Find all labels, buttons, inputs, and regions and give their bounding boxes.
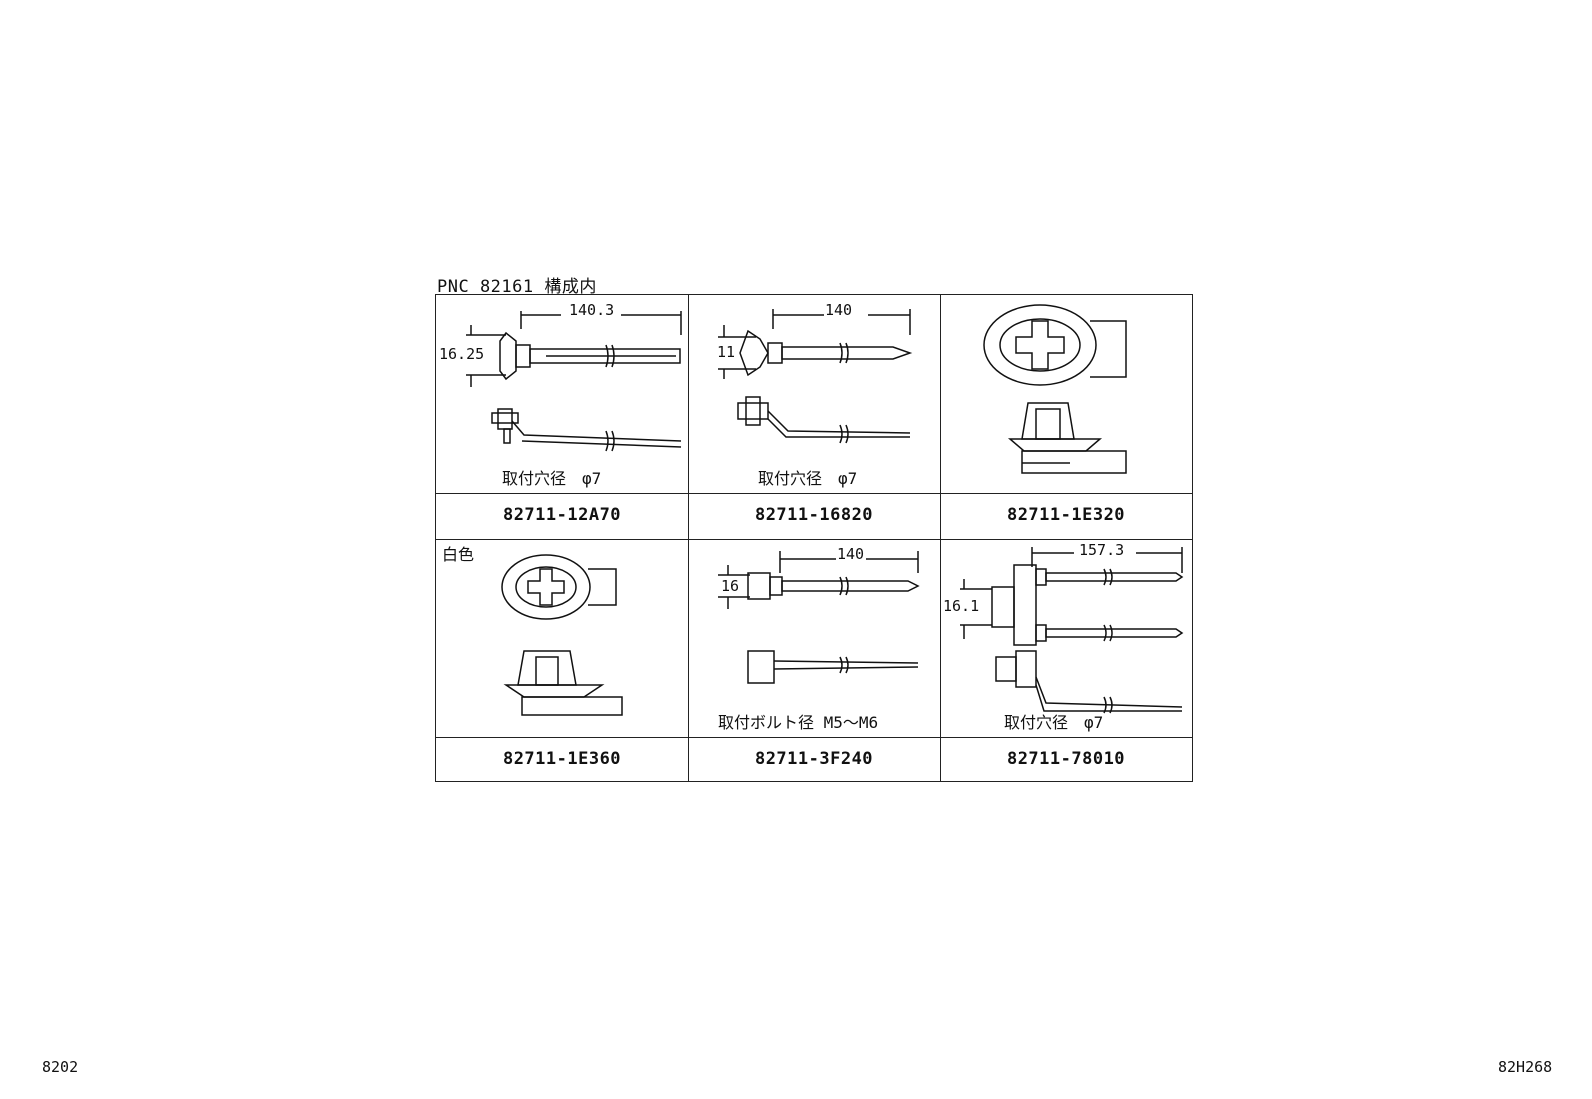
cable-tie-clip-drawing	[718, 551, 920, 684]
cable-tie-clip-drawing	[718, 309, 913, 444]
part-cell-3: 82711-1E320	[940, 295, 1192, 539]
mounting-note: 取付穴径 φ7	[1004, 713, 1104, 732]
color-note: 白色	[442, 545, 475, 564]
part-cell-4: 白色 82711-1E360	[436, 539, 688, 783]
height-dimension: 11	[716, 343, 737, 361]
height-dimension: 16.1	[942, 597, 981, 615]
part-number: 82711-78010	[940, 737, 1192, 783]
mounting-note: 取付ボルト径 M5～M6	[718, 713, 879, 732]
part-number: 82711-1E320	[940, 493, 1192, 539]
grid-divider	[940, 295, 941, 781]
part-cell-1: 140.3 16.25 取付穴径 φ7 82711-12A70	[436, 295, 688, 539]
part-cell-5: 140 16 取付ボルト径 M5～M6 82711-3F240	[688, 539, 940, 783]
figure-code-right: 82H268	[1498, 1058, 1553, 1076]
part-number: 82711-1E360	[436, 737, 688, 783]
part-cell-6: 157.3 16.1 取付穴径 φ7 82711-78010	[940, 539, 1192, 783]
grid-divider	[688, 295, 689, 781]
part-number: 82711-3F240	[688, 737, 940, 783]
part-cell-2: 140 11 取付穴径 φ7 82711-16820	[688, 295, 940, 539]
length-dimension: 140	[836, 545, 866, 563]
clip-drawing	[501, 554, 623, 716]
height-dimension: 16.25	[438, 345, 486, 363]
part-number: 82711-16820	[688, 493, 940, 539]
page-code-left: 8202	[42, 1058, 79, 1076]
mounting-note: 取付穴径 φ7	[502, 469, 602, 488]
length-dimension: 140	[824, 301, 854, 319]
length-dimension: 140.3	[568, 301, 616, 319]
diagram-header: PNC 82161 構成内	[437, 277, 597, 297]
part-number: 82711-12A70	[436, 493, 688, 539]
mounting-note: 取付穴径 φ7	[758, 469, 858, 488]
grid-divider	[436, 539, 1192, 540]
double-cable-tie-clip-drawing	[960, 547, 1184, 714]
clip-drawing	[983, 304, 1127, 474]
length-dimension: 157.3	[1078, 541, 1126, 559]
height-dimension: 16	[720, 577, 741, 595]
cable-tie-clip-drawing	[466, 311, 682, 452]
parts-grid: 140.3 16.25 取付穴径 φ7 82711-12A70 1	[435, 294, 1193, 782]
